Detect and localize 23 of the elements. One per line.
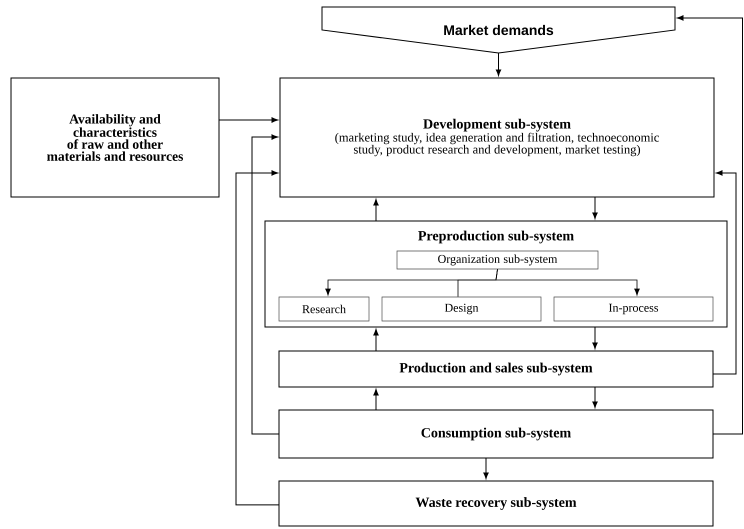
input-box: Availability and characteristics of raw and other materials and resources [10,78,220,198]
process-box: Design [382,296,542,322]
arrow [373,329,379,351]
process-box: Organization sub-system [396,250,598,270]
process-box: In-process [554,296,714,322]
arrow [677,15,743,434]
arrow [496,53,502,76]
arrow [373,199,379,221]
arrow [592,327,598,349]
arrow [592,387,598,408]
arrow [219,117,278,123]
arrow [713,170,736,375]
arrow [373,389,379,410]
process-box: Waste recovery sub-system [278,480,714,526]
arrow [252,134,279,434]
arrow [592,197,598,219]
process-box: Research [278,296,370,322]
arrow [236,170,279,506]
arrow [483,458,489,479]
process-box: Consumption sub-system [278,410,714,458]
process-box: Production and sales sub-system [278,350,714,388]
process-box: Development sub-system (marketing study, idea generation and filtration, technoeconomic study, product research and development, market testing) [280,78,714,198]
arrow [496,268,640,296]
